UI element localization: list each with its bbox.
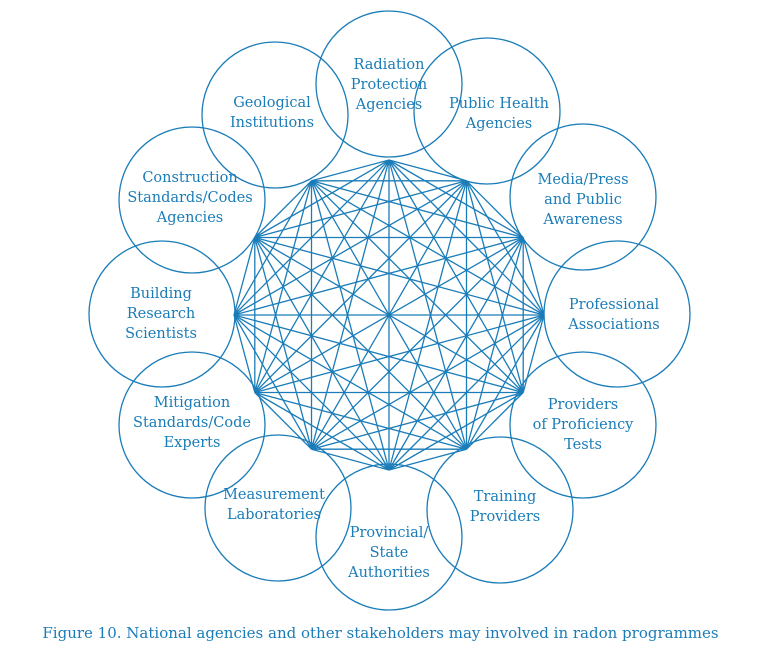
stakeholder-label-line: Media/Press <box>537 172 628 188</box>
figure-caption: Figure 10. National agencies and other s… <box>42 624 719 642</box>
connection-line <box>311 448 390 471</box>
connection-line <box>254 237 467 450</box>
connection-line <box>311 237 524 450</box>
stakeholder-circle-providers-of-proficiency-tests <box>509 351 657 499</box>
connection-line <box>466 392 524 450</box>
connection-line <box>388 448 467 471</box>
connection-line <box>388 159 467 182</box>
connection-line <box>254 237 390 471</box>
connection-line <box>388 180 468 471</box>
stakeholder-label-line: Awareness <box>542 212 622 228</box>
connection-line <box>233 314 524 394</box>
stakeholder-label-line: Tests <box>564 437 602 453</box>
connection-line <box>233 314 313 450</box>
stakeholder-label-line: Standards/Codes <box>127 190 252 206</box>
stakeholder-label-line: Institutions <box>230 115 314 131</box>
stakeholder-label-line: Scientists <box>125 326 197 342</box>
stakeholder-label-line: Experts <box>164 435 221 451</box>
stakeholder-label-line: Mitigation <box>154 395 230 411</box>
connection-line <box>522 237 545 316</box>
stakeholder-label-line: Providers <box>470 509 540 525</box>
stakeholder-label-line: Research <box>127 306 196 322</box>
connection-line <box>254 314 545 394</box>
stakeholder-label-line: Protection <box>351 77 427 93</box>
connection-line <box>233 237 256 316</box>
stakeholder-label-line: Professional <box>569 297 660 313</box>
connection-line <box>311 180 545 316</box>
stakeholder-circle-professional-associations <box>543 240 691 388</box>
connection-line <box>254 180 467 393</box>
stakeholder-label-line: Laboratories <box>227 507 321 523</box>
stakeholder-label-line: Providers <box>548 397 618 413</box>
stakeholder-label-line: and Public <box>544 192 622 208</box>
stakeholder-label-line: State <box>370 545 409 561</box>
stakeholder-circle-training-providers <box>426 436 574 584</box>
connection-line <box>311 159 390 182</box>
connection-line <box>254 180 312 238</box>
stakeholder-label-line: Training <box>474 489 536 505</box>
stakeholder-label-line: Provincial/ <box>350 525 429 541</box>
stakeholder-label-line: Public Health <box>449 96 549 112</box>
stakeholder-label-line: Radiation <box>354 57 425 73</box>
connection-line <box>233 314 467 450</box>
connection-line <box>254 391 390 471</box>
connection-line <box>233 236 524 316</box>
connection-line <box>233 180 313 316</box>
stakeholder-label-line: Measurement <box>223 487 325 503</box>
connection-line <box>310 159 390 450</box>
connection-line <box>254 236 545 316</box>
stakeholder-label-line: Authorities <box>347 565 430 581</box>
stakeholder-label-line: Standards/Code <box>133 415 251 431</box>
stakeholder-circle-construction-standards-codes-agencies <box>118 126 266 274</box>
connection-line <box>254 237 313 450</box>
stakeholder-circle-mitigation-standards-code-experts <box>118 351 266 499</box>
connection-line <box>388 159 468 450</box>
connection-line <box>522 314 545 393</box>
interconnection-mesh <box>233 159 545 471</box>
stakeholder-circle-media-press-public-awareness <box>509 123 657 271</box>
connection-line <box>254 392 312 450</box>
connection-line <box>310 180 468 450</box>
stakeholder-circle-measurement-laboratories <box>204 434 352 582</box>
connection-line <box>466 180 524 238</box>
stakeholder-label-line: of Proficiency <box>533 417 635 433</box>
stakeholder-label-line: Agencies <box>465 116 532 132</box>
stakeholder-label-line: Construction <box>142 170 237 186</box>
stakeholder-circle-public-health-agencies <box>413 37 561 185</box>
stakeholder-circle-radiation-protection-agencies <box>315 10 463 158</box>
stakeholder-label-line: Associations <box>567 317 659 333</box>
stakeholder-label-line: Agencies <box>355 97 422 113</box>
stakeholder-label-line: Agencies <box>156 210 223 226</box>
stakeholder-label-line: Geological <box>233 95 311 111</box>
connection-line <box>311 180 524 393</box>
connection-line <box>311 180 524 239</box>
stakeholder-circle-geological-institutions <box>201 41 349 189</box>
stakeholder-label-line: Building <box>130 286 192 302</box>
connection-line <box>254 180 313 393</box>
connection-line <box>310 180 390 471</box>
connection-line <box>233 314 256 393</box>
